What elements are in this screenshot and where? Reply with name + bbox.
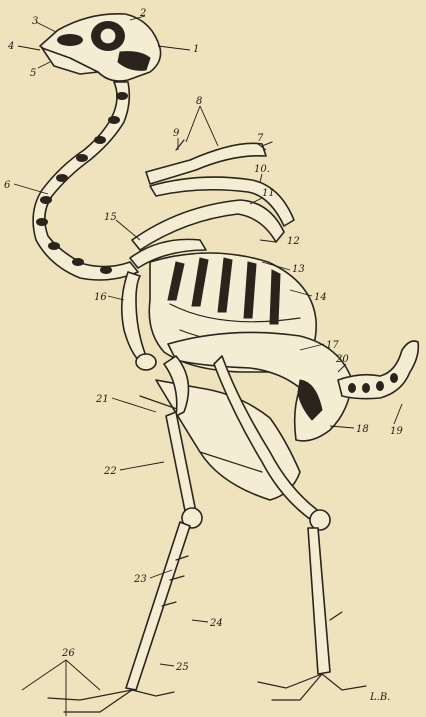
label-1: 1 [193, 44, 199, 55]
label-10: 10. [254, 164, 270, 175]
nostril [57, 34, 83, 46]
label-19: 19 [390, 426, 403, 437]
cervical-vertebrae [33, 82, 138, 280]
label-17: 17 [326, 340, 339, 351]
label-16: 16 [94, 292, 107, 303]
skull [40, 14, 161, 81]
label-7: 7 [257, 133, 264, 144]
feet [48, 674, 366, 712]
label-12: 12 [287, 236, 300, 247]
label-23: 23 [133, 574, 147, 585]
label-13: 13 [292, 264, 305, 275]
label-24: 24 [209, 618, 223, 629]
label-5: 5 [30, 68, 36, 79]
artist-signature: L.B. [369, 692, 390, 703]
label-20: 20 [335, 354, 349, 365]
label-26: 26 [61, 648, 75, 659]
label-15: 15 [104, 212, 117, 223]
label-21: 21 [95, 394, 109, 405]
label-18: 18 [356, 424, 369, 435]
label-2: 2 [139, 8, 146, 19]
tail-vertebrae [338, 341, 418, 399]
label-8: 8 [196, 96, 202, 107]
label-14: 14 [314, 292, 327, 303]
label-9: 9 [173, 128, 180, 139]
label-6: 6 [4, 180, 11, 191]
label-25: 25 [175, 662, 189, 673]
label-3: 3 [32, 16, 38, 27]
label-4: 4 [7, 41, 14, 52]
label-22: 22 [103, 466, 117, 477]
label-11: 11 [262, 188, 275, 199]
